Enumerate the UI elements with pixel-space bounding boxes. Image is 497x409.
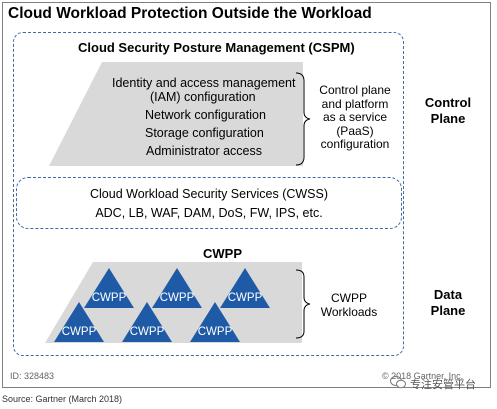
watermark-text: 专注安管平台 [410, 379, 476, 391]
control-plane-label-line2: Plane [430, 111, 466, 126]
cp-desc-line: Control plane [319, 83, 391, 97]
figure-title: Cloud Workload Protection Outside the Wo… [8, 5, 372, 22]
cwpp-triangle-label: CWPP [159, 292, 195, 304]
cwss-box [16, 177, 402, 229]
chat-bubble-icon [390, 376, 406, 389]
cwpp-triangle [54, 302, 104, 342]
cwpp-workloads-line2: Workloads [320, 305, 378, 319]
cspm-item-iam-line2: (IAM) configuration [150, 90, 256, 104]
control-plane-description: Control plane and platform as a service … [313, 83, 397, 152]
cspm-brace [295, 72, 311, 166]
cwpp-title: CWPP [203, 246, 242, 261]
copyright: © 2018 Gartner, Inc. [382, 371, 464, 381]
cspm-item-network: Network configuration [145, 108, 266, 122]
cspm-parallelogram [49, 62, 303, 166]
control-plane-label-line1: Control [424, 95, 472, 110]
cspm-title: Cloud Security Posture Management (CSPM) [78, 40, 355, 55]
cwpp-workloads-label: CWPP Workloads [319, 291, 379, 319]
document-id: ID: 328483 [10, 371, 55, 381]
cwss-title: Cloud Workload Security Services (CWSS) [89, 187, 329, 201]
cwss-list: ADC, LB, WAF, DAM, DoS, FW, IPS, etc. [95, 206, 323, 220]
cp-desc-line: as a service [322, 110, 388, 124]
cwpp-triangle [220, 268, 270, 308]
cspm-item-iam-line1: Identity and access management [112, 76, 296, 90]
cspm-item-admin: Administrator access [146, 144, 263, 158]
cwpp-brace [295, 269, 311, 339]
cwpp-triangle [152, 268, 202, 308]
cwpp-triangle-label: CWPP [227, 292, 263, 304]
cwpp-triangle [190, 302, 240, 342]
workload-boundary [13, 32, 404, 356]
cp-desc-line: and platform [321, 96, 389, 111]
cwpp-triangle-label: CWPP [197, 326, 233, 338]
cp-desc-line: configuration [320, 137, 390, 151]
cwpp-triangles [54, 268, 270, 342]
cwpp-triangle-label: CWPP [129, 326, 165, 338]
cp-desc-line: (PaaS) [336, 123, 374, 138]
data-plane-label: Data Plane [413, 287, 483, 319]
cwpp-triangle-label: CWPP [91, 292, 127, 304]
data-plane-label-line2: Plane [430, 303, 466, 318]
cwpp-workloads-line1: CWPP [331, 291, 367, 305]
data-plane-label-line1: Data [433, 287, 463, 302]
source-note: Source: Gartner (March 2018) [2, 394, 123, 404]
cspm-item-storage: Storage configuration [145, 126, 264, 140]
control-plane-label: Control Plane [413, 95, 483, 127]
cwpp-triangle [122, 302, 172, 342]
cwpp-triangle [84, 268, 134, 308]
cwpp-triangle-label: CWPP [61, 326, 97, 338]
